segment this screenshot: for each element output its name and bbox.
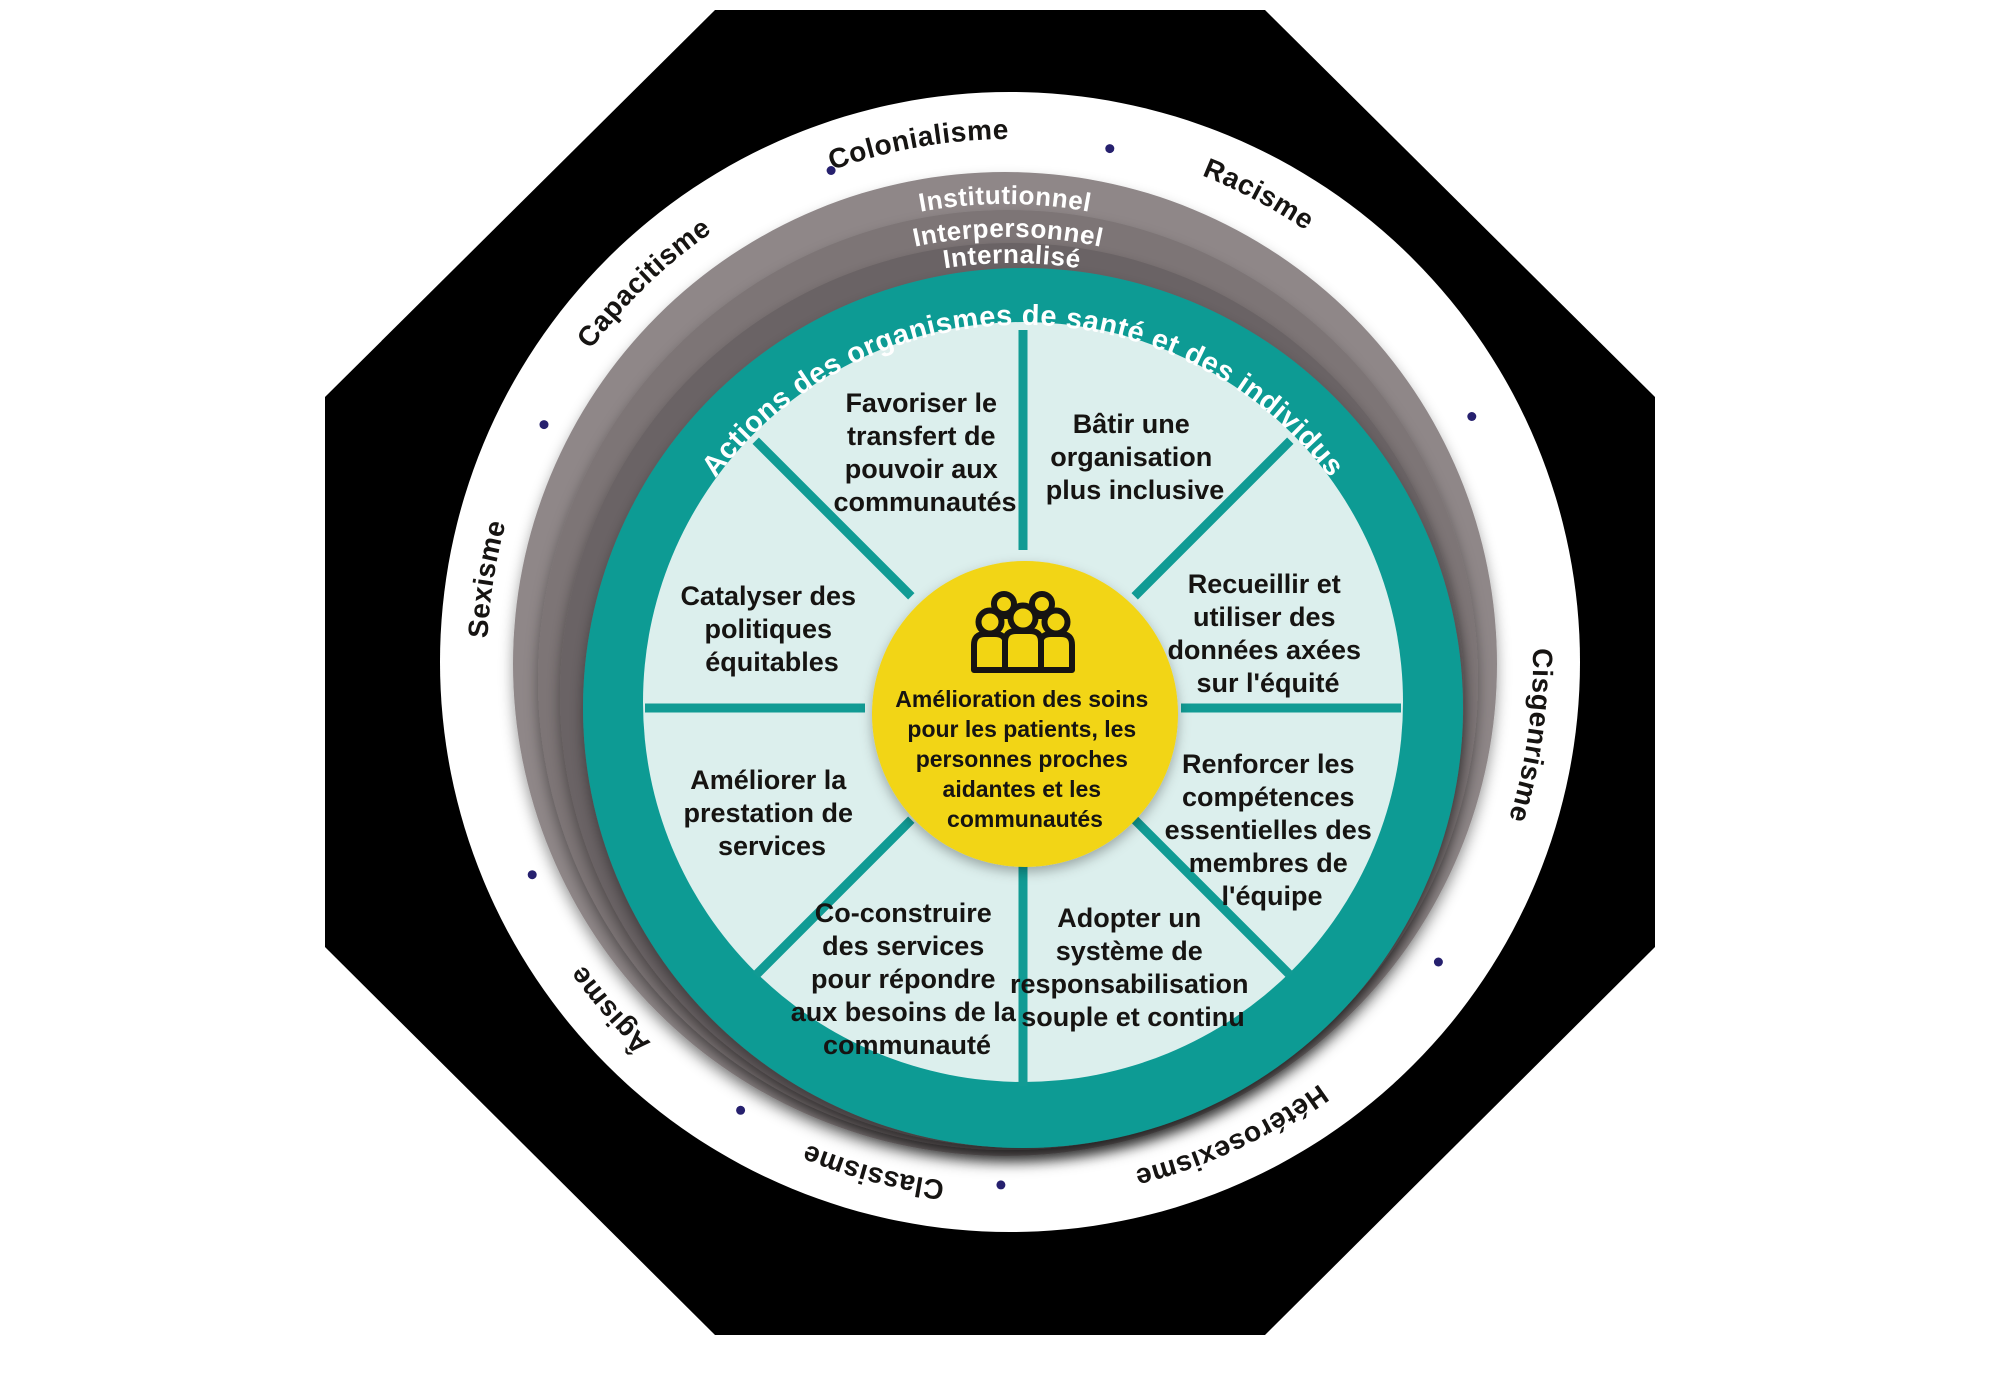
divider-upper-left: [752, 437, 915, 600]
dot: [527, 870, 537, 880]
segment-label-ameliorer: Améliorer la prestation de services: [683, 765, 860, 861]
segment-label-coconstruire: Co-construire des services pour répondre…: [791, 898, 1024, 1060]
dot: [539, 420, 549, 430]
segment-labels: Favoriser le transfert de pouvoir aux co…: [680, 388, 1380, 1060]
person-head: [1041, 607, 1071, 637]
people-group-icon: [971, 591, 1075, 673]
person-body: [971, 631, 1009, 673]
segment-label-favoriser: Favoriser le transfert de pouvoir aux co…: [833, 388, 1016, 517]
person-body: [1002, 628, 1044, 673]
center-circle: [872, 561, 1178, 867]
segment-label-renforcer: Renforcer les compétences essentielles d…: [1165, 749, 1380, 911]
level-ring-labels: Institutionnel Interpersonnel Internalis…: [910, 180, 1105, 274]
divider-upper-right: [1131, 437, 1294, 600]
person-head: [975, 607, 1005, 637]
ring-dots: [527, 144, 1477, 1190]
person-body: [1037, 631, 1075, 673]
dot: [1467, 412, 1477, 421]
segment-label-adopter: Adopter un système de responsabilisation…: [1010, 903, 1256, 1032]
segment-label-catalyser: Catalyser des politiques équitables: [680, 581, 863, 677]
dot: [996, 1180, 1006, 1190]
divider-lower-left: [752, 816, 915, 979]
center-label: Amélioration des soins pour les patients…: [895, 686, 1154, 832]
person-head: [1007, 602, 1039, 634]
segment-dividers: [645, 330, 1401, 1086]
divider-lower-right: [1131, 816, 1294, 979]
dot: [736, 1105, 746, 1115]
segment-label-batir: Bâtir une organisation plus inclusive: [1046, 409, 1225, 505]
dot: [1105, 144, 1115, 154]
ring-label-internalise: Internalisé: [941, 239, 1083, 274]
dot: [1433, 957, 1443, 967]
dot: [826, 166, 836, 175]
segment-label-recueillir: Recueillir et utiliser des données axées…: [1167, 569, 1368, 698]
